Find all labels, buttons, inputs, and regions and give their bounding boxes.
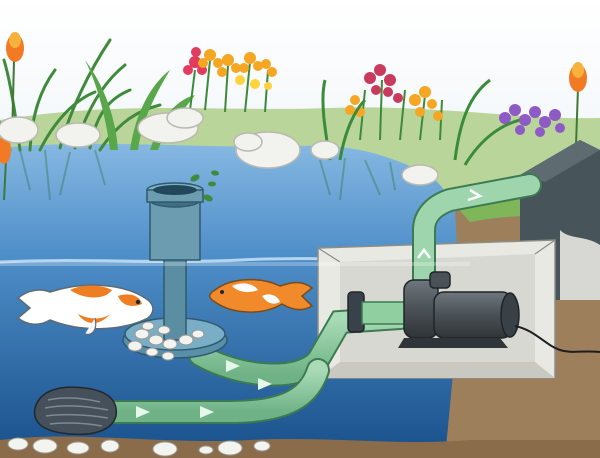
bottom-pebbles <box>7 437 271 457</box>
plant-reflections <box>19 149 396 201</box>
bottom-pipe <box>93 358 330 424</box>
return-pipe <box>412 173 542 302</box>
flow-arrow-vertical <box>417 247 431 259</box>
koi-white-orange <box>16 284 154 335</box>
torch-lily-right <box>569 62 587 146</box>
flow-arrow-1 <box>136 406 150 418</box>
purple-flowers <box>499 104 565 137</box>
bottom-filter-intake <box>33 386 118 436</box>
flow-arrow-2 <box>200 406 214 418</box>
external-pump <box>347 271 600 353</box>
flower-bed-center <box>183 47 277 113</box>
flow-arrow-return <box>467 188 483 202</box>
floating-leaves <box>190 170 219 202</box>
bank-stones <box>0 107 439 186</box>
flow-arrow-4 <box>226 360 240 372</box>
soil-bottom <box>0 436 600 458</box>
water-highlights <box>0 262 470 266</box>
skimmer-pebbles <box>127 321 205 361</box>
koi-orange <box>209 278 314 313</box>
flow-arrow-3 <box>258 378 272 390</box>
